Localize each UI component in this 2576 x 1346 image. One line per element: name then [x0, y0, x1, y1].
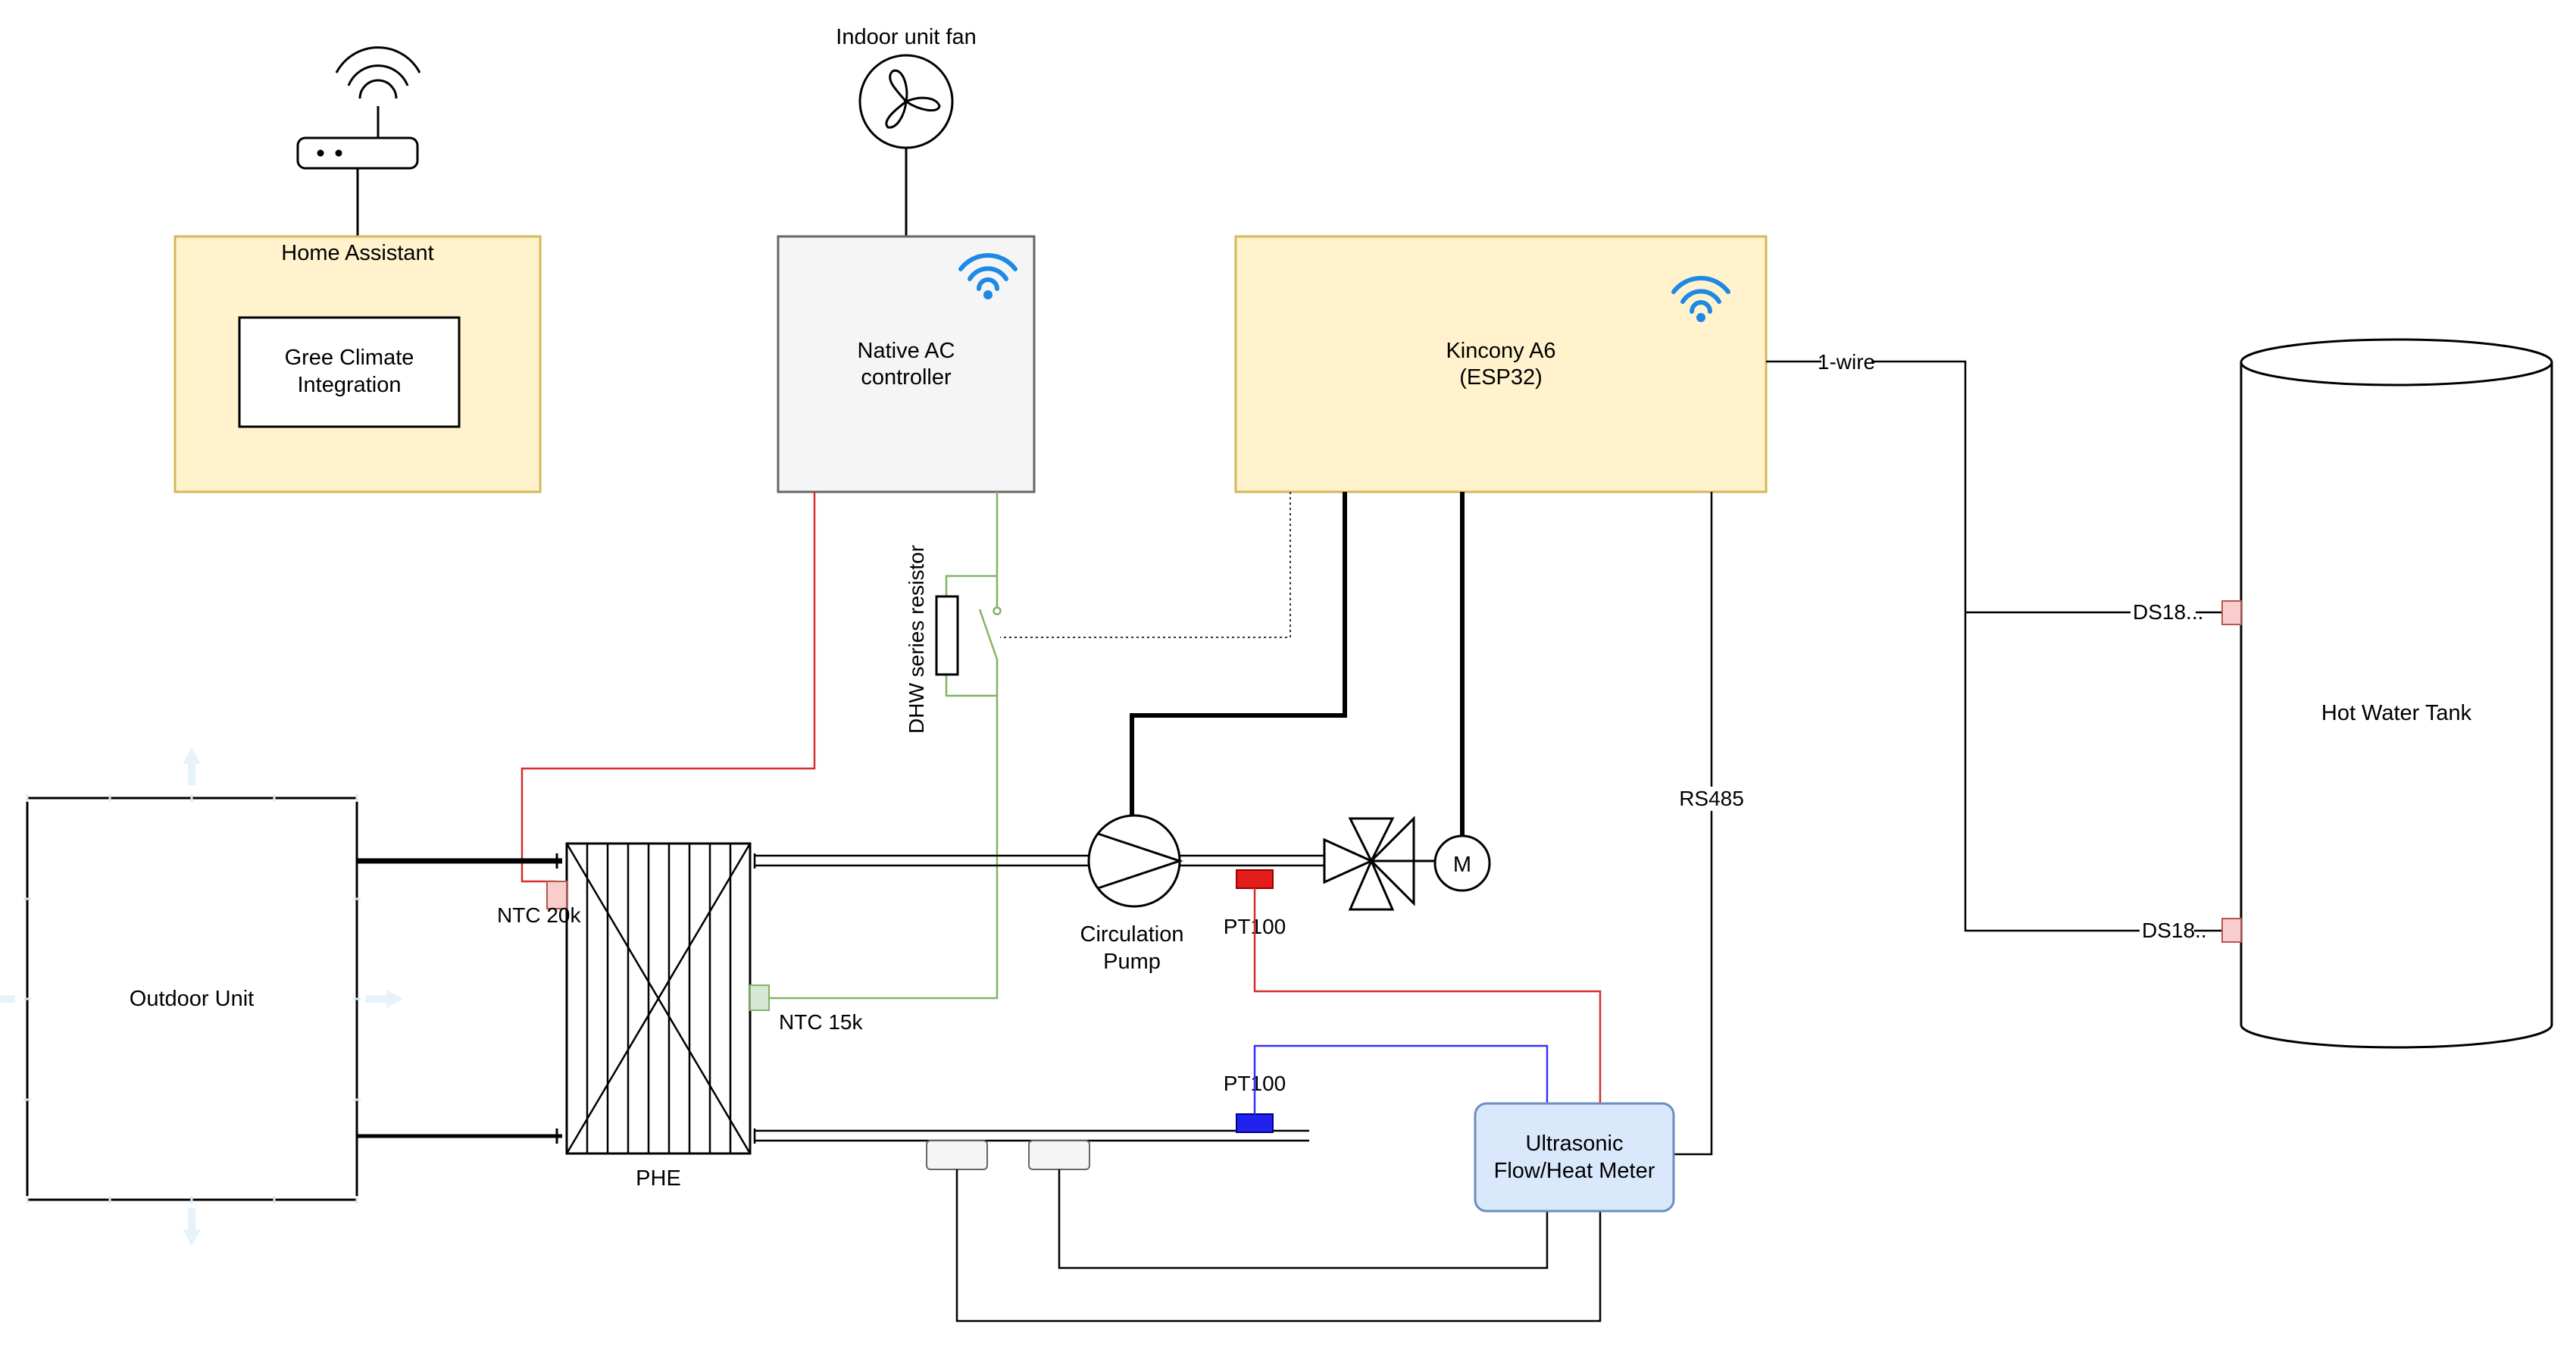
home-assistant-box: Home Assistant Gree Climate Integration: [174, 235, 542, 493]
gree-integration-box: [238, 316, 461, 428]
ds18-top-sensor: [2221, 600, 2242, 625]
transducer-cables: [955, 1169, 1602, 1323]
pt100-return-sensor: [1236, 1113, 1274, 1133]
fan-icon: [858, 54, 954, 149]
phe-heat-exchanger: PHE: [565, 842, 752, 1191]
ultrasonic-heat-meter: Ultrasonic Flow/Heat Meter: [1474, 1102, 1675, 1213]
wifi-icon: [1671, 276, 1730, 322]
one-wire-bus: [1766, 360, 2241, 932]
rs485-label: RS485: [1679, 787, 1744, 810]
flow-transducer-1: [926, 1140, 988, 1170]
ntc15k-sensor: [749, 984, 770, 1011]
valve-motor: M: [1433, 834, 1491, 892]
hot-water-tank-label: Hot Water Tank: [2321, 701, 2472, 725]
indoor-fan-label: Indoor unit fan: [836, 25, 976, 49]
ntc20k-wire: [521, 492, 816, 883]
ds18-bottom-sensor: [2221, 918, 2242, 943]
phe-label: PHE: [636, 1166, 681, 1191]
supply-pipe: [753, 853, 1324, 869]
pt100-return-wire: [1253, 1044, 1549, 1114]
pt100-supply-sensor: [1236, 869, 1274, 889]
outdoor-unit: Outdoor Unit: [26, 797, 358, 1201]
dhw-series-resistor-label: DHW series resistor: [905, 545, 928, 734]
ntc15k-label: NTC 15k: [779, 1010, 863, 1034]
meter-label-line1: Ultrasonic: [1526, 1132, 1624, 1156]
one-wire-label: 1-wire: [1818, 350, 1875, 374]
native-ac-label-line1: Native AC: [858, 339, 955, 363]
hot-water-tank: Hot Water Tank: [2240, 338, 2553, 1049]
gree-label-line1: Gree Climate: [285, 346, 414, 370]
pump-label-line2: Pump: [1103, 950, 1161, 974]
meter-label-line2: Flow/Heat Meter: [1494, 1159, 1655, 1183]
native-ac-label-line2: controller: [861, 365, 952, 390]
svg-text:M: M: [1453, 853, 1471, 877]
outdoor-unit-label: Outdoor Unit: [130, 987, 254, 1011]
wifi-icon: [958, 253, 1018, 299]
home-assistant-label: Home Assistant: [281, 241, 433, 265]
dhw-resistor-wire: [768, 492, 1002, 1000]
kincony-controller: Kincony A6 (ESP32): [1234, 235, 1768, 493]
pump-icon: [1087, 814, 1183, 908]
ds18-top-label: DS18...: [2133, 600, 2203, 624]
relay-control-line: [1000, 492, 1291, 638]
pump-label-line1: Circulation: [1080, 922, 1184, 947]
router-icon: [296, 46, 421, 236]
resistor-icon: [935, 595, 959, 676]
ntc20k-label: NTC 20k: [497, 903, 581, 927]
ds18-bottom-label: DS18..: [2142, 919, 2207, 942]
ntc20k-sensor: [546, 881, 567, 909]
rs485-line: [1674, 492, 1713, 1156]
pt100-supply-wire: [1253, 888, 1602, 1103]
native-ac-controller: Native AC controller: [777, 235, 1036, 493]
kincony-label-line2: (ESP32): [1459, 365, 1543, 390]
kincony-label-line1: Kincony A6: [1446, 339, 1555, 363]
pump-control-line: [1130, 492, 1347, 823]
flow-transducer-2: [1028, 1140, 1090, 1170]
outdoor-arrows: [0, 747, 403, 1246]
three-way-valve-icon: [1323, 815, 1436, 911]
gree-label-line2: Integration: [297, 373, 401, 397]
